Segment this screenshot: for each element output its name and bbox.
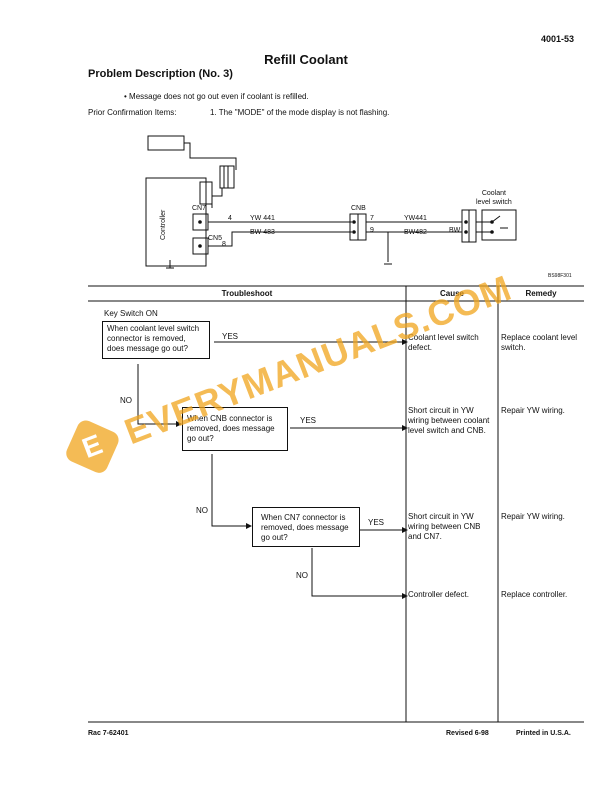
cause-2: Short circuit in YW wiring between coola…: [408, 406, 490, 435]
coolant-level-switch-label: Coolant level switch: [476, 190, 512, 206]
header-cause: Cause: [439, 289, 464, 298]
pin-7-label: 7: [370, 215, 374, 222]
cause-1: Coolant level switch defect.: [408, 333, 479, 352]
remedy-3: Repair YW wiring.: [501, 512, 565, 521]
remedy-1: Replace coolant level switch.: [501, 333, 578, 352]
wire-yw-441-label: YW 441: [250, 215, 275, 222]
cause-4: Controller defect.: [408, 590, 469, 599]
cn7-label: CN7: [192, 205, 207, 212]
prior-confirmation-label: Prior Confirmation Items:: [88, 108, 177, 117]
page-title: Refill Coolant: [264, 52, 348, 67]
footer-doc-code: Rac 7-62401: [88, 730, 129, 737]
no-label-3: NO: [296, 571, 308, 580]
question-box-1: When coolant level switch connector is r…: [102, 321, 210, 359]
cnb-label: CNB: [351, 205, 366, 212]
figure-code: BS98F301: [548, 273, 572, 279]
wire-bw482-label: BW482: [404, 229, 427, 236]
bullet-text: Message does not go out even if coolant …: [129, 92, 309, 101]
question-box-2: When CNB connector is removed, does mess…: [182, 407, 288, 451]
yes-label-3: YES: [368, 518, 385, 527]
bw-label: BW: [449, 227, 461, 234]
no-label-1: NO: [120, 396, 132, 405]
start-label: Key Switch ON: [104, 309, 158, 318]
bullet-icon: •: [124, 92, 130, 101]
question-box-3: When CN7 connector is removed, does mess…: [252, 507, 360, 547]
footer-printed: Printed in U.S.A.: [516, 730, 571, 737]
wire-bw-483-label: BW 483: [250, 229, 275, 236]
pin-4-label: 4: [228, 215, 232, 222]
wire-yw441-label: YW441: [404, 215, 427, 222]
bullet-item: • Message does not go out even if coolan…: [124, 92, 309, 102]
remedy-2: Repair YW wiring.: [501, 406, 565, 415]
page-number: 4001-53: [540, 34, 574, 44]
section-heading: Problem Description (No. 3): [88, 68, 233, 80]
yes-label-2: YES: [300, 416, 317, 425]
header-troubleshoot: Troubleshoot: [221, 289, 273, 298]
footer-revised: Revised 6-98: [446, 730, 489, 737]
remedy-4: Replace controller.: [501, 590, 568, 599]
pin-8-label: 8: [222, 241, 226, 248]
no-label-2: NO: [196, 506, 208, 515]
prior-confirmation-item: 1. The "MODE" of the mode display is not…: [210, 108, 390, 117]
pin-9-label: 9: [370, 227, 374, 234]
cn5-label: CN5: [208, 235, 223, 242]
cause-3: Short circuit in YW wiring between CNB a…: [408, 512, 481, 541]
yes-label-1: YES: [222, 332, 239, 341]
header-remedy: Remedy: [525, 289, 557, 298]
